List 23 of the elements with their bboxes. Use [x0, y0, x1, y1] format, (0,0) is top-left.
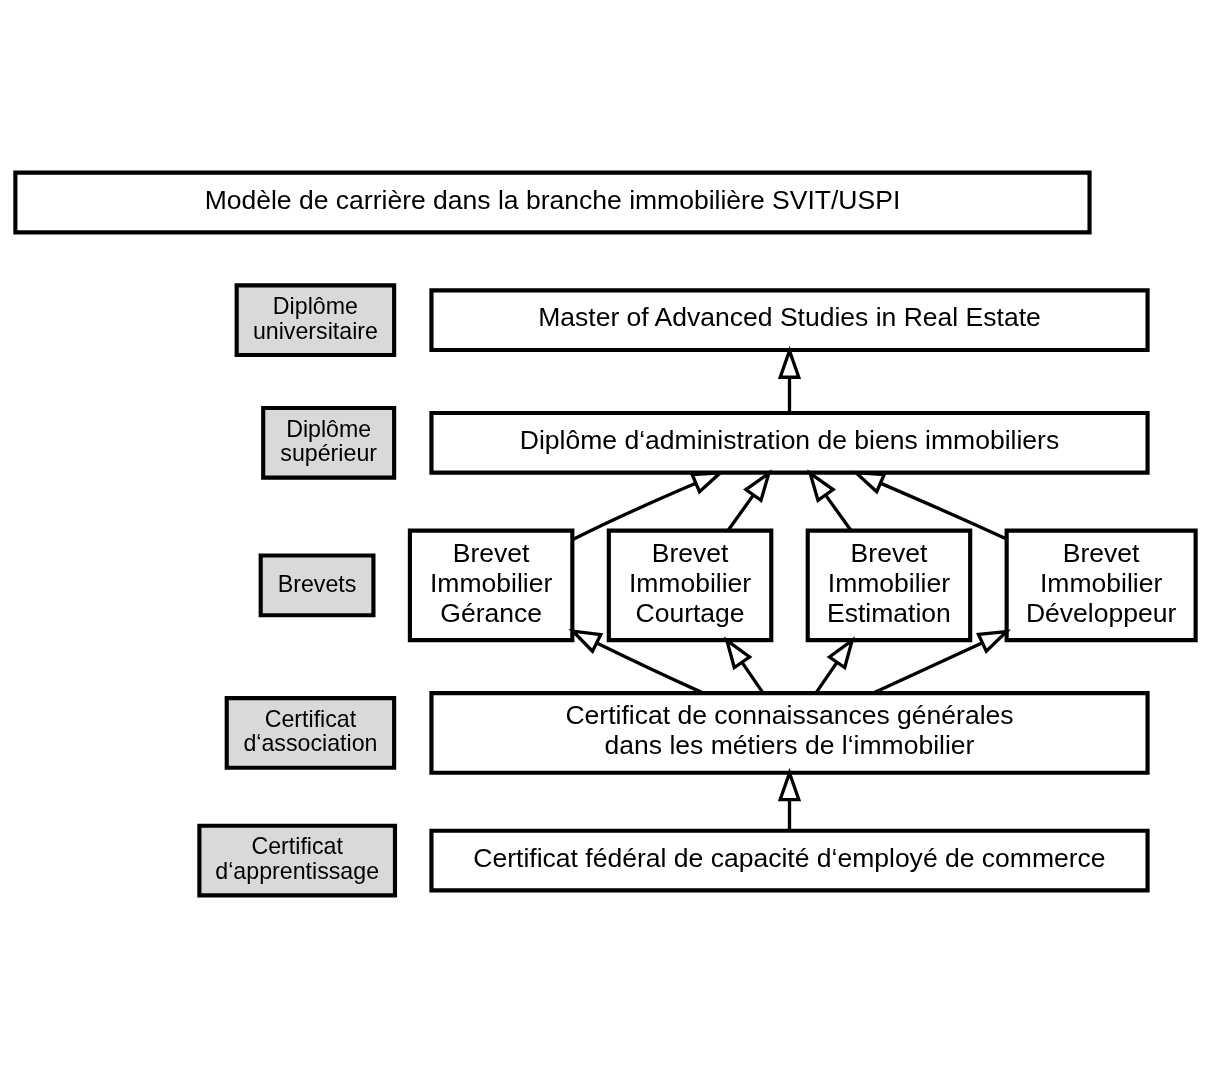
node-box: Brevet Immobilier Développeur	[1004, 528, 1198, 643]
node-box: Certificat de connaissances générales dans les métiers de l‘immobilier	[429, 691, 1150, 775]
arrow	[814, 636, 855, 694]
arrow	[777, 768, 802, 831]
node-box: Master of Advanced Studies in Real Estate	[429, 288, 1150, 353]
arrow	[568, 628, 704, 695]
node-box: Brevets	[258, 553, 376, 618]
node-box: Brevet Immobilier Courtage	[606, 528, 774, 643]
node-box: Certificat d‘association	[224, 696, 397, 770]
node-box: Modèle de carrière dans la branche immobilière SVIT/USPI	[13, 170, 1092, 235]
node-box: Brevet Immobilier Estimation	[805, 528, 973, 643]
node-box: Brevet Immobilier Gérance	[407, 528, 575, 643]
node-box: Certificat fédéral de capacité d‘employé de commerce	[429, 828, 1150, 893]
node-box: Certificat d‘apprentissage	[197, 823, 398, 898]
arrow	[851, 470, 1008, 541]
arrow	[872, 629, 1011, 695]
node-box: Diplôme universitaire	[234, 283, 397, 358]
arrow	[777, 345, 802, 413]
node-box: Diplôme d‘administration de biens immobiliers	[429, 410, 1150, 475]
arrow	[726, 469, 772, 532]
arrow	[807, 469, 853, 532]
arrow	[724, 636, 765, 694]
node-box: Diplôme supérieur	[261, 405, 397, 480]
